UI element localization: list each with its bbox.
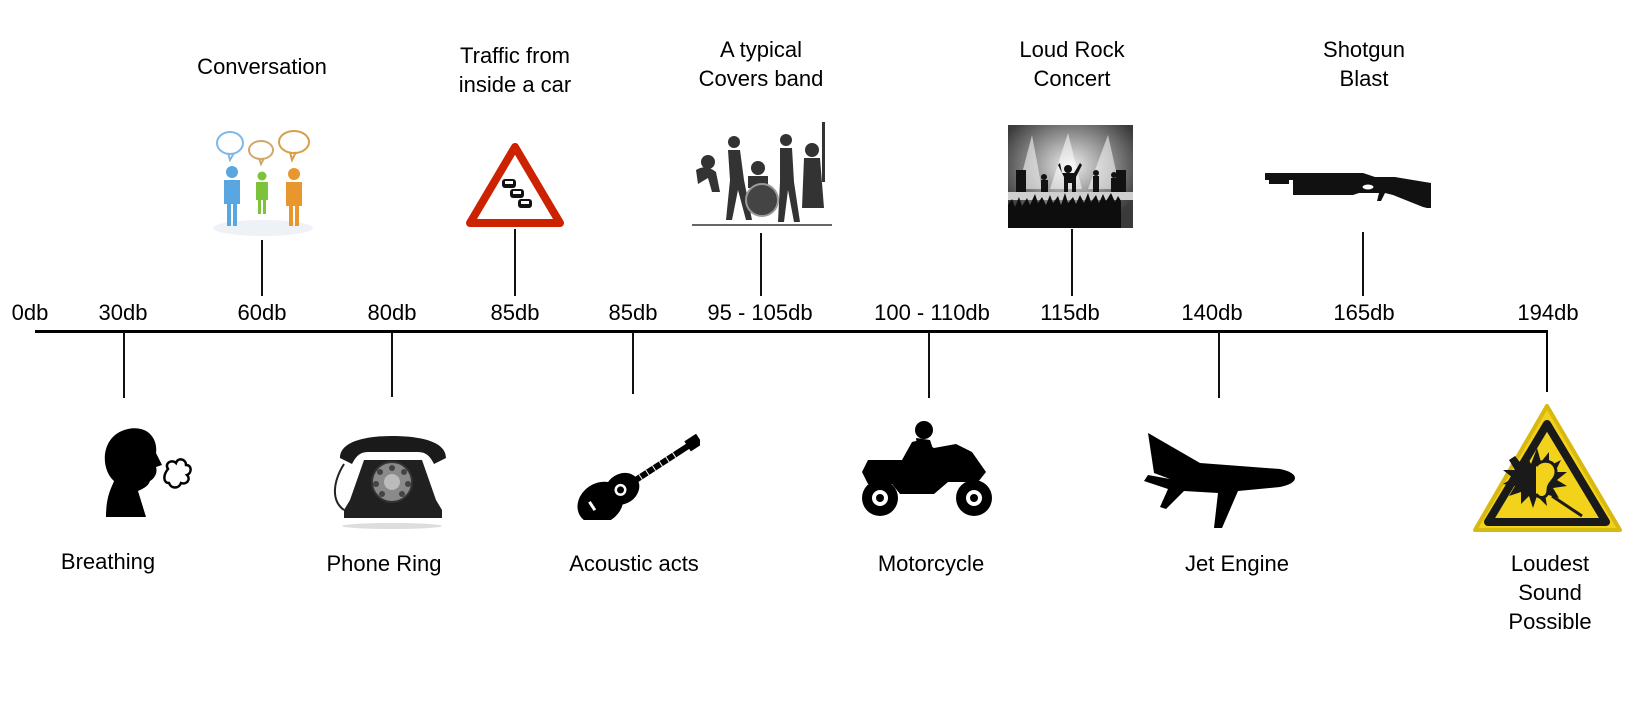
label-line: Concert bbox=[1033, 66, 1111, 91]
label-breathing: Breathing bbox=[61, 547, 155, 576]
db-label-95-105: 95 - 105db bbox=[707, 300, 813, 325]
tick-motorcycle bbox=[928, 332, 930, 398]
tick-conversation bbox=[261, 240, 263, 296]
traffic-warning-sign-icon bbox=[466, 143, 564, 229]
db-label-85-acoustic: 85db bbox=[608, 300, 658, 325]
jet-plane-icon bbox=[1140, 433, 1300, 528]
label-band: A typical Covers band bbox=[699, 35, 824, 93]
tick-band bbox=[760, 233, 762, 296]
label-line: Sound bbox=[1518, 580, 1582, 605]
rotary-phone-icon bbox=[330, 430, 455, 530]
label-line: Loudest bbox=[1510, 551, 1590, 576]
acoustic-guitar-icon bbox=[568, 428, 703, 525]
label-conversation: Conversation bbox=[197, 52, 327, 81]
label-line: Traffic from bbox=[459, 43, 571, 68]
db-label-140: 140db bbox=[1181, 300, 1243, 325]
label-acoustic: Acoustic acts bbox=[569, 549, 699, 578]
db-label-85-traffic: 85db bbox=[490, 300, 540, 325]
label-line: inside a car bbox=[458, 72, 572, 97]
label-line: Blast bbox=[1339, 66, 1389, 91]
label-jet: Jet Engine bbox=[1185, 549, 1289, 578]
db-label-80: 80db bbox=[367, 300, 417, 325]
tick-breathing bbox=[123, 332, 125, 398]
tick-traffic bbox=[514, 229, 516, 296]
label-line: Shotgun bbox=[1323, 37, 1405, 62]
rock-concert-icon bbox=[1008, 125, 1133, 228]
motorcycle-icon bbox=[858, 420, 998, 520]
label-shotgun: Shotgun Blast bbox=[1323, 35, 1405, 93]
db-label-165: 165db bbox=[1333, 300, 1395, 325]
label-phone: Phone Ring bbox=[327, 549, 442, 578]
label-line: Jet Engine bbox=[1185, 551, 1289, 576]
label-line: Loud Rock bbox=[1019, 37, 1125, 62]
band-silhouette-icon bbox=[690, 120, 840, 232]
db-label-115: 115db bbox=[1040, 300, 1100, 325]
label-line: Acoustic acts bbox=[569, 551, 699, 576]
db-label-0: 0db bbox=[11, 300, 49, 325]
label-line: Conversation bbox=[197, 54, 327, 79]
tick-acoustic bbox=[632, 332, 634, 394]
label-line: Motorcycle bbox=[877, 551, 985, 576]
db-label-30: 30db bbox=[98, 300, 148, 325]
label-line: Covers band bbox=[698, 66, 824, 91]
tick-jet bbox=[1218, 332, 1220, 398]
label-concert: Loud Rock Concert bbox=[1019, 35, 1124, 93]
breathing-person-icon bbox=[98, 425, 198, 517]
label-line: Breathing bbox=[60, 549, 156, 574]
db-label-60: 60db bbox=[237, 300, 287, 325]
shotgun-icon bbox=[1265, 168, 1435, 209]
label-line: Possible bbox=[1508, 609, 1592, 634]
label-motorcycle: Motorcycle bbox=[878, 549, 984, 578]
tick-concert bbox=[1071, 229, 1073, 296]
label-loudest: Loudest Sound Possible bbox=[1508, 549, 1591, 636]
db-label-100-110: 100 - 110db bbox=[874, 300, 990, 325]
label-line: Phone Ring bbox=[326, 551, 442, 576]
tick-phone bbox=[391, 332, 393, 397]
db-label-194: 194db bbox=[1517, 300, 1579, 325]
axis-end-tick bbox=[1546, 330, 1548, 392]
label-line: A typical bbox=[720, 37, 802, 62]
tick-shotgun bbox=[1362, 232, 1364, 296]
label-traffic: Traffic from inside a car bbox=[459, 41, 572, 99]
timeline-axis bbox=[35, 330, 1548, 333]
hearing-hazard-sign-icon bbox=[1470, 400, 1625, 536]
people-talking-icon bbox=[208, 128, 318, 238]
